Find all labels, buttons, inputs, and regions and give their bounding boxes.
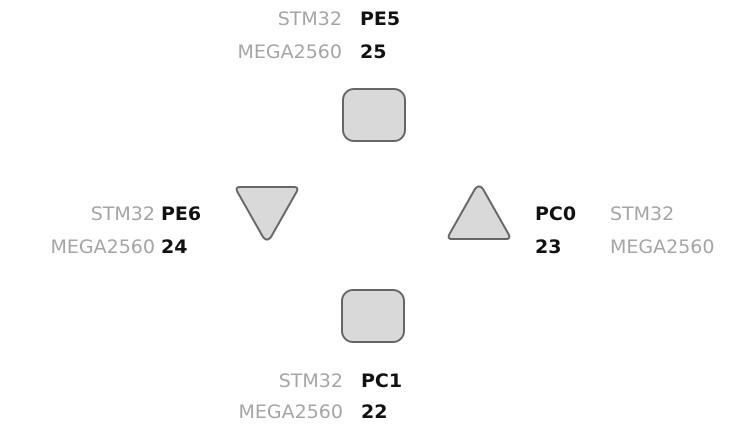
top-mega-label: MEGA2560: [237, 41, 342, 63]
left-mega-pin: 24: [161, 236, 188, 258]
top-stm32-label: STM32: [277, 8, 342, 30]
right-mega-label: MEGA2560: [610, 236, 715, 258]
bottom-stm32-pin: PC1: [361, 370, 403, 392]
triangle-down-icon: [235, 186, 299, 241]
square-button-icon: [342, 88, 406, 142]
right-stm32-pin: PC0: [535, 203, 577, 225]
triangle-up-icon: [447, 185, 511, 240]
left-mega-label: MEGA2560: [50, 236, 155, 258]
left-stm32-pin: PE6: [161, 203, 202, 225]
square-button-icon: [341, 289, 405, 343]
top-stm32-pin: PE5: [360, 8, 401, 30]
bottom-stm32-label: STM32: [278, 370, 343, 392]
bottom-mega-label: MEGA2560: [238, 401, 343, 423]
bottom-mega-pin: 22: [361, 401, 388, 423]
left-stm32-label: STM32: [90, 203, 155, 225]
top-mega-pin: 25: [360, 41, 387, 63]
right-mega-pin: 23: [535, 236, 562, 258]
right-stm32-label: STM32: [610, 203, 675, 225]
